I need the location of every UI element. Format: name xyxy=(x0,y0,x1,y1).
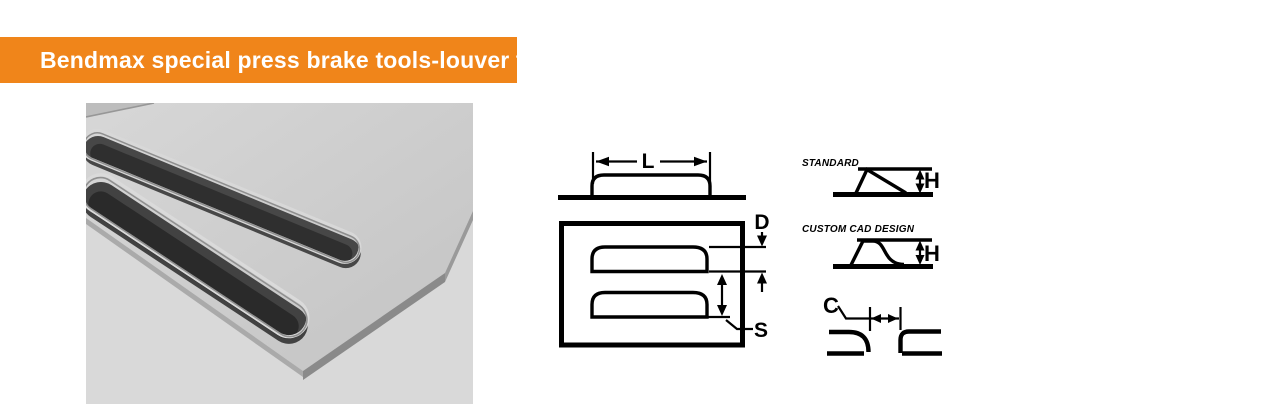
louver-1-flap-edge xyxy=(86,132,361,264)
louver-end-left xyxy=(829,329,871,353)
louver-end-right xyxy=(898,329,941,353)
custom-louver-shape xyxy=(849,239,905,267)
label-S: S xyxy=(754,319,768,342)
l-arrow-right-icon xyxy=(694,156,707,167)
label-H-standard: H xyxy=(924,168,940,193)
louver-2 xyxy=(86,173,310,344)
custom-h-arrow-down-icon xyxy=(915,255,925,265)
sheet-front-edge-thickness xyxy=(303,273,445,380)
plan-view: D S xyxy=(559,211,770,348)
louver-1-shadow xyxy=(90,143,353,264)
d-arrow-up-icon xyxy=(757,272,767,284)
clearance-detail: C xyxy=(823,293,942,356)
louver-2-shadow xyxy=(88,191,299,339)
d-arrow-down-icon xyxy=(757,235,767,247)
custom-h-arrow-up-icon xyxy=(915,240,925,251)
louver-1 xyxy=(86,128,362,269)
page-title: Bendmax special press brake tools-louver… xyxy=(40,46,572,73)
c-leader-line xyxy=(837,305,869,320)
label-H-custom: H xyxy=(924,241,940,266)
standard-louver-shape xyxy=(854,167,907,195)
profile-view: L xyxy=(558,150,746,200)
standard-title: STANDARD xyxy=(802,158,859,169)
custom-profile: CUSTOM CAD DESIGN H xyxy=(802,224,940,269)
c-arrow-right-icon xyxy=(888,314,898,323)
custom-title: CUSTOM CAD DESIGN xyxy=(802,224,915,235)
label-D: D xyxy=(754,211,769,234)
standard-profile: STANDARD H xyxy=(802,158,940,197)
standard-h-arrow-up-icon xyxy=(915,169,925,180)
product-photo xyxy=(86,103,473,404)
sheet-outline xyxy=(559,221,745,348)
sheet-far-edge xyxy=(86,103,155,118)
c-arrow-left-icon xyxy=(871,314,881,323)
s-arrow-down-icon xyxy=(717,305,727,316)
louver-plan-top xyxy=(590,245,709,274)
louver-2-flap-edge xyxy=(86,176,308,338)
standard-h-arrow-down-icon xyxy=(915,183,925,194)
louver-plan-bottom xyxy=(590,290,709,319)
s-arrow-up-icon xyxy=(717,274,727,285)
dimension-drawings: L D S STANDARD xyxy=(558,150,942,356)
title-banner: Bendmax special press brake tools-louver… xyxy=(0,37,572,83)
s-leader-line xyxy=(725,319,753,331)
louver-profile-bump xyxy=(590,173,712,197)
l-arrow-left-icon xyxy=(596,156,609,167)
label-C: C xyxy=(823,293,839,318)
sheet-right-edge-thickness xyxy=(445,211,473,282)
label-L: L xyxy=(642,150,655,173)
sheet-left-edge-thickness xyxy=(86,218,303,377)
